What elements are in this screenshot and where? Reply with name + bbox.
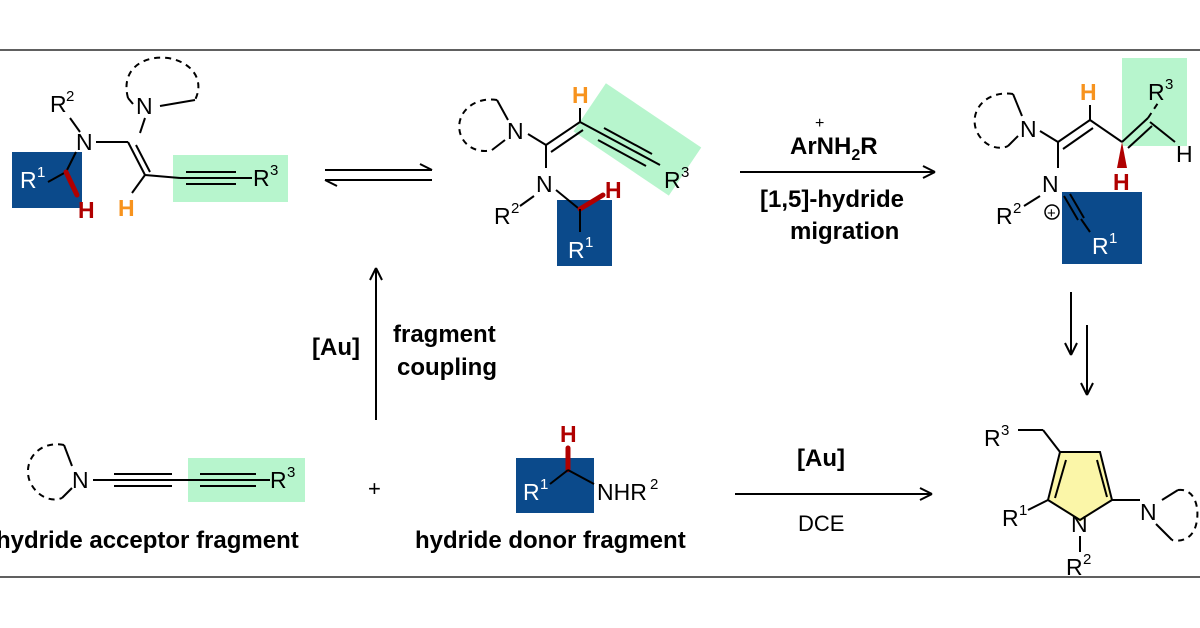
amino-nitrogen: N [1140, 499, 1157, 525]
vinyl-hydrogen: H [118, 195, 135, 221]
r3-substituent: R [253, 165, 270, 191]
migrating-ch-bond [63, 169, 80, 198]
pyrrolidine-ring-dashed [125, 56, 200, 101]
r1-substituent: R [1092, 233, 1109, 259]
svg-text:1: 1 [540, 476, 548, 493]
coupling-catalyst: [Au] [312, 334, 360, 361]
cyclization-arrows [1064, 292, 1094, 396]
reactant-plus-sign: + [368, 476, 381, 501]
r2-substituent: R [494, 203, 511, 229]
svg-text:2: 2 [1013, 200, 1021, 217]
hydride-donor-fragment: H R 1 NHR 2 hydride donor fragment [415, 421, 686, 554]
svg-text:1: 1 [37, 164, 45, 181]
ring-nitrogen: N [136, 93, 153, 119]
r1-substituent: R [523, 479, 540, 505]
svg-text:+: + [1047, 205, 1056, 222]
coupling-label-line2: coupling [397, 354, 497, 381]
transferred-hydrogen: H [1113, 169, 1130, 195]
hydride-migration-step: + ArNH2R [1,5]-hydride migration [740, 115, 936, 245]
svg-text:2: 2 [66, 88, 74, 105]
enamine-intermediate-middle: N H R 3 N R 2 H R 1 [458, 82, 702, 266]
svg-text:3: 3 [287, 464, 295, 481]
r1-substituent: R [20, 167, 37, 193]
solvent-label: DCE [798, 511, 844, 536]
r2-substituent: R [50, 91, 67, 117]
equilibrium-arrows [324, 163, 433, 187]
vinyl-hydrogen: H [1080, 79, 1097, 105]
ring-nitrogen: N [1020, 116, 1037, 142]
wedge-hydrogen-bond [1117, 142, 1127, 168]
alkyne-highlight-box [573, 83, 702, 196]
iminium-intermediate: N H H R 3 H N + R 2 R 1 [973, 58, 1193, 264]
enamine-intermediate-left: N N R 2 H R 3 R 1 H [12, 56, 288, 223]
amine-nitrogen: N [536, 171, 553, 197]
hydride-hydrogen: H [605, 177, 622, 203]
donor-highlight-box [516, 458, 594, 513]
svg-text:2: 2 [1083, 551, 1091, 568]
svg-text:3: 3 [270, 162, 278, 179]
aminopyrrole-product: R 3 R 1 N R 2 N [984, 422, 1199, 580]
migration-condition-line2: migration [790, 218, 899, 245]
r3-substituent: R [664, 167, 681, 193]
r2-substituent: R [1066, 554, 1083, 580]
positive-charge [1044, 204, 1060, 220]
ynamine-nitrogen: N [72, 467, 89, 493]
svg-text:1: 1 [1019, 502, 1027, 519]
r3-substituent: R [984, 425, 1001, 451]
svg-text:3: 3 [1165, 76, 1173, 93]
donor-fragment-label: hydride donor fragment [415, 527, 686, 554]
donor-hydrogen: H [560, 421, 577, 447]
gold-catalyst-label: [Au] [797, 445, 845, 472]
r1-substituent: R [568, 237, 585, 263]
r2-substituent: R [996, 203, 1013, 229]
r3-substituent: R [270, 467, 287, 493]
pyrrole-nitrogen: N [1071, 511, 1088, 537]
migrating-ch-bond [577, 192, 606, 212]
pyrrolidine-ring-dashed [1171, 488, 1199, 542]
hydride-hydrogen: H [78, 197, 95, 223]
amine-group: NHR [597, 479, 647, 505]
r1-substituent: R [1002, 505, 1019, 531]
svg-text:1: 1 [1109, 230, 1117, 247]
r3-substituent: R [1148, 79, 1165, 105]
migration-condition-line1: [1,5]-hydride [760, 186, 904, 213]
svg-text:3: 3 [1001, 422, 1009, 439]
pyrrolidine-ring-dashed [27, 443, 65, 501]
gold-catalyzed-step: [Au] DCE [735, 445, 933, 536]
alkene-hydrogen: H [1176, 141, 1193, 167]
acceptor-fragment-label: hydride acceptor fragment [0, 527, 299, 554]
amine-nitrogen: N [76, 129, 93, 155]
ring-nitrogen: N [507, 118, 524, 144]
svg-text:2: 2 [650, 476, 658, 493]
pyrrolidine-ring-dashed [458, 98, 498, 152]
hydride-acceptor-fragment: N R 3 hydride acceptor fragment [0, 443, 305, 554]
reagent-label: ArNH2R [790, 133, 878, 164]
pyrrolidine-ring-dashed [973, 92, 1014, 149]
iminium-nitrogen: N [1042, 171, 1059, 197]
reagent-charge: + [815, 115, 824, 132]
donor-highlight-box [557, 200, 612, 266]
pyrrole-ring [1046, 451, 1114, 522]
svg-text:2: 2 [511, 200, 519, 217]
vinyl-hydrogen: H [572, 82, 589, 108]
svg-text:1: 1 [585, 234, 593, 251]
fragment-coupling-step: [Au] fragment coupling [312, 267, 497, 420]
coupling-label-line1: fragment [393, 321, 496, 348]
svg-text:3: 3 [681, 164, 689, 181]
